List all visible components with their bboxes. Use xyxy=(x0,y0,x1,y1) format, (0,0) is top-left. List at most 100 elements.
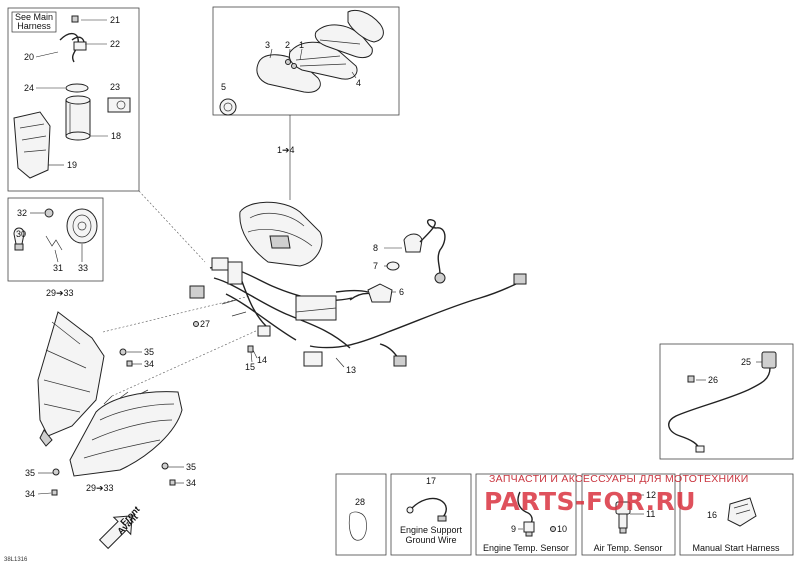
watermark-tagline: ЗАПЧАСТИ И АКСЕССУАРЫ ДЛЯ МОТОТЕХНИКИ xyxy=(489,473,749,485)
caption-manual-start-harness: Manual Start Harness xyxy=(692,543,780,553)
screw-35-top xyxy=(119,348,127,356)
callout-34-br: 34 xyxy=(186,478,196,488)
callout-23: 23 xyxy=(110,82,120,92)
relay-connector xyxy=(59,15,87,63)
callout-35-br: 35 xyxy=(186,462,196,472)
callout-35-top: 35 xyxy=(144,347,154,357)
bracket-24 xyxy=(65,83,89,93)
callout-9: 9 xyxy=(511,524,516,534)
callout-34-bl: 34 xyxy=(25,489,35,499)
callout-15: 15 xyxy=(245,362,255,372)
socket-33 xyxy=(66,208,98,244)
front-direction-marker xyxy=(98,515,133,550)
relay-bracket xyxy=(65,83,91,141)
caption-engine-support-line2: Ground Wire xyxy=(405,535,456,545)
drop-10-icon xyxy=(550,526,556,532)
relay-18 xyxy=(65,99,91,137)
headlight-lens xyxy=(69,389,183,477)
callout-1-to-4: 1➔4 xyxy=(277,145,295,155)
caption-engine-support-line1: Engine Support xyxy=(400,525,463,535)
air-temp-sensor-11 xyxy=(615,501,631,534)
callout-26: 26 xyxy=(708,375,718,385)
callout-24: 24 xyxy=(24,83,34,93)
callout-18: 18 xyxy=(111,131,121,141)
callout-32: 32 xyxy=(17,208,27,218)
callout-4: 4 xyxy=(356,78,361,88)
gauge-cluster-assembled xyxy=(239,201,323,267)
main-wiring-harness xyxy=(189,257,527,367)
callout-29-to-33-bottom: 29➔33 xyxy=(86,483,114,493)
callout-20: 20 xyxy=(24,52,34,62)
engine-temp-sensor-9 xyxy=(517,491,535,537)
callout-2: 2 xyxy=(285,40,290,50)
callout-25: 25 xyxy=(741,357,751,367)
nut-34-bl xyxy=(51,489,58,496)
switch-8 xyxy=(403,233,423,253)
harness-connector-end xyxy=(393,355,407,367)
panel-28 xyxy=(335,473,387,556)
headlight-housing xyxy=(37,311,105,447)
boot-32 xyxy=(44,208,54,218)
callout-19: 19 xyxy=(67,160,77,170)
panel-gauge-assembly xyxy=(212,6,400,116)
harness-block xyxy=(227,261,243,285)
callout-16: 16 xyxy=(707,510,717,520)
see-main-harness-note xyxy=(11,11,57,33)
gauge-lens xyxy=(347,10,384,43)
nut-7 xyxy=(386,261,400,271)
ignition-switch xyxy=(335,219,446,303)
switch-6 xyxy=(367,283,393,303)
panel-manual-start-harness xyxy=(679,473,794,556)
screw-14 xyxy=(247,345,254,353)
harness-connector-13 xyxy=(303,351,323,367)
connector-27 xyxy=(189,285,205,299)
see-main-harness-line2: Harness xyxy=(17,21,51,31)
panel-air-temp-sensor xyxy=(581,473,676,556)
callout-30: 30 xyxy=(16,229,26,239)
see-main-harness-line1: See Main xyxy=(15,12,53,22)
callout-7: 7 xyxy=(373,261,378,271)
callout-28: 28 xyxy=(355,497,365,507)
gauge-cluster xyxy=(256,10,384,93)
callout-17: 17 xyxy=(426,476,436,486)
clip-31 xyxy=(45,235,63,251)
callout-5: 5 xyxy=(221,82,226,92)
panel-manual-start-sensor xyxy=(659,343,794,460)
harness-connector-15 xyxy=(257,325,271,337)
watermark-site: PARTS-FOR.RU xyxy=(484,487,696,516)
panel-engine-support-ground-wire xyxy=(390,473,472,556)
callout-8: 8 xyxy=(373,243,378,253)
callout-33: 33 xyxy=(78,263,88,273)
panel-relay-assembly xyxy=(7,7,140,192)
callout-35-bl: 35 xyxy=(25,468,35,478)
ground-wire-17 xyxy=(411,497,447,519)
drop-27-icon xyxy=(193,321,199,327)
callout-27: 27 xyxy=(200,319,210,329)
callout-13: 13 xyxy=(346,365,356,375)
panel-engine-temp-sensor xyxy=(475,473,577,556)
callout-11: 11 xyxy=(646,509,655,519)
screw-1 xyxy=(285,59,291,65)
sensor-harness-25 xyxy=(668,351,777,453)
callout-14: 14 xyxy=(257,355,267,365)
panel-headlight-bulb xyxy=(7,197,104,282)
caption-engine-temp-sensor: Engine Temp. Sensor xyxy=(483,543,569,553)
bulb-30 xyxy=(13,227,25,251)
harness-module xyxy=(295,295,337,321)
nut-34-br xyxy=(169,479,176,486)
callout-10: 10 xyxy=(557,524,567,534)
callout-22: 22 xyxy=(110,39,120,49)
callout-1: 1 xyxy=(299,40,304,50)
screw-35-br xyxy=(161,462,169,470)
callout-12: 12 xyxy=(646,490,656,500)
drawing-reference: 38L1316 xyxy=(4,557,28,563)
holder-19 xyxy=(13,111,51,179)
callout-21: 21 xyxy=(110,15,120,25)
clip-22 xyxy=(73,41,87,51)
callout-29-to-33-top: 29➔33 xyxy=(46,288,74,298)
screw-35-bl xyxy=(52,468,60,476)
harness-terminal xyxy=(513,273,527,285)
callout-3: 3 xyxy=(265,40,270,50)
